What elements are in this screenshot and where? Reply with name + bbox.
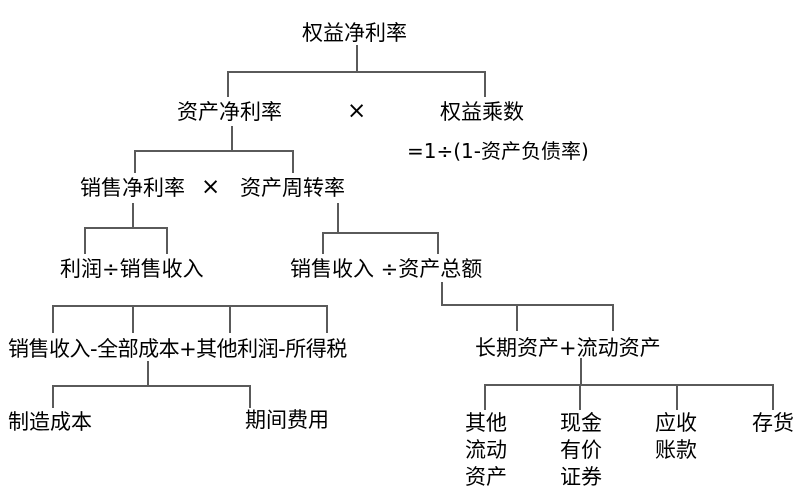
multiply-sign-mid: × — [201, 174, 221, 200]
node-cash-marketable-securities: 现金 有价 证券 — [560, 411, 602, 489]
node-sales-div-assets: 销售收入 ÷资产总额 — [290, 257, 483, 281]
connector-roa-split — [134, 126, 294, 173]
node-return-on-equity: 权益净利率 — [302, 21, 407, 45]
node-profit-expression: 销售收入-全部成本+其他利润-所得税 — [8, 337, 347, 361]
node-assets-expression: 长期资产+流动资产 — [475, 336, 661, 360]
node-inventory: 存货 — [752, 411, 794, 435]
multiply-sign-top: × — [347, 98, 367, 124]
connector-npm-bracket — [84, 203, 168, 254]
node-equity-multiplier: 权益乘数 — [440, 100, 524, 124]
node-manufacturing-cost: 制造成本 — [8, 410, 92, 434]
node-other-current-assets: 其他 流动 资产 — [465, 411, 507, 489]
connector-cost-bracket — [52, 361, 251, 408]
connector-current-assets-bracket — [484, 358, 774, 410]
node-period-expense: 期间费用 — [245, 408, 329, 432]
node-net-profit-margin: 销售净利率 — [80, 176, 185, 200]
connector-assets-bracket — [441, 282, 614, 331]
node-accounts-receivable: 应收 账款 — [655, 411, 697, 462]
node-asset-turnover: 资产周转率 — [240, 176, 345, 200]
connector-turnover-bracket — [322, 203, 439, 254]
equity-multiplier-formula: =1÷(1-资产负债率) — [407, 139, 589, 163]
node-profit-div-sales: 利润÷销售收入 — [60, 257, 204, 281]
connector-roe-split — [227, 45, 486, 97]
connector-profit-expression-bracket — [52, 305, 328, 333]
node-return-on-assets: 资产净利率 — [177, 100, 282, 124]
